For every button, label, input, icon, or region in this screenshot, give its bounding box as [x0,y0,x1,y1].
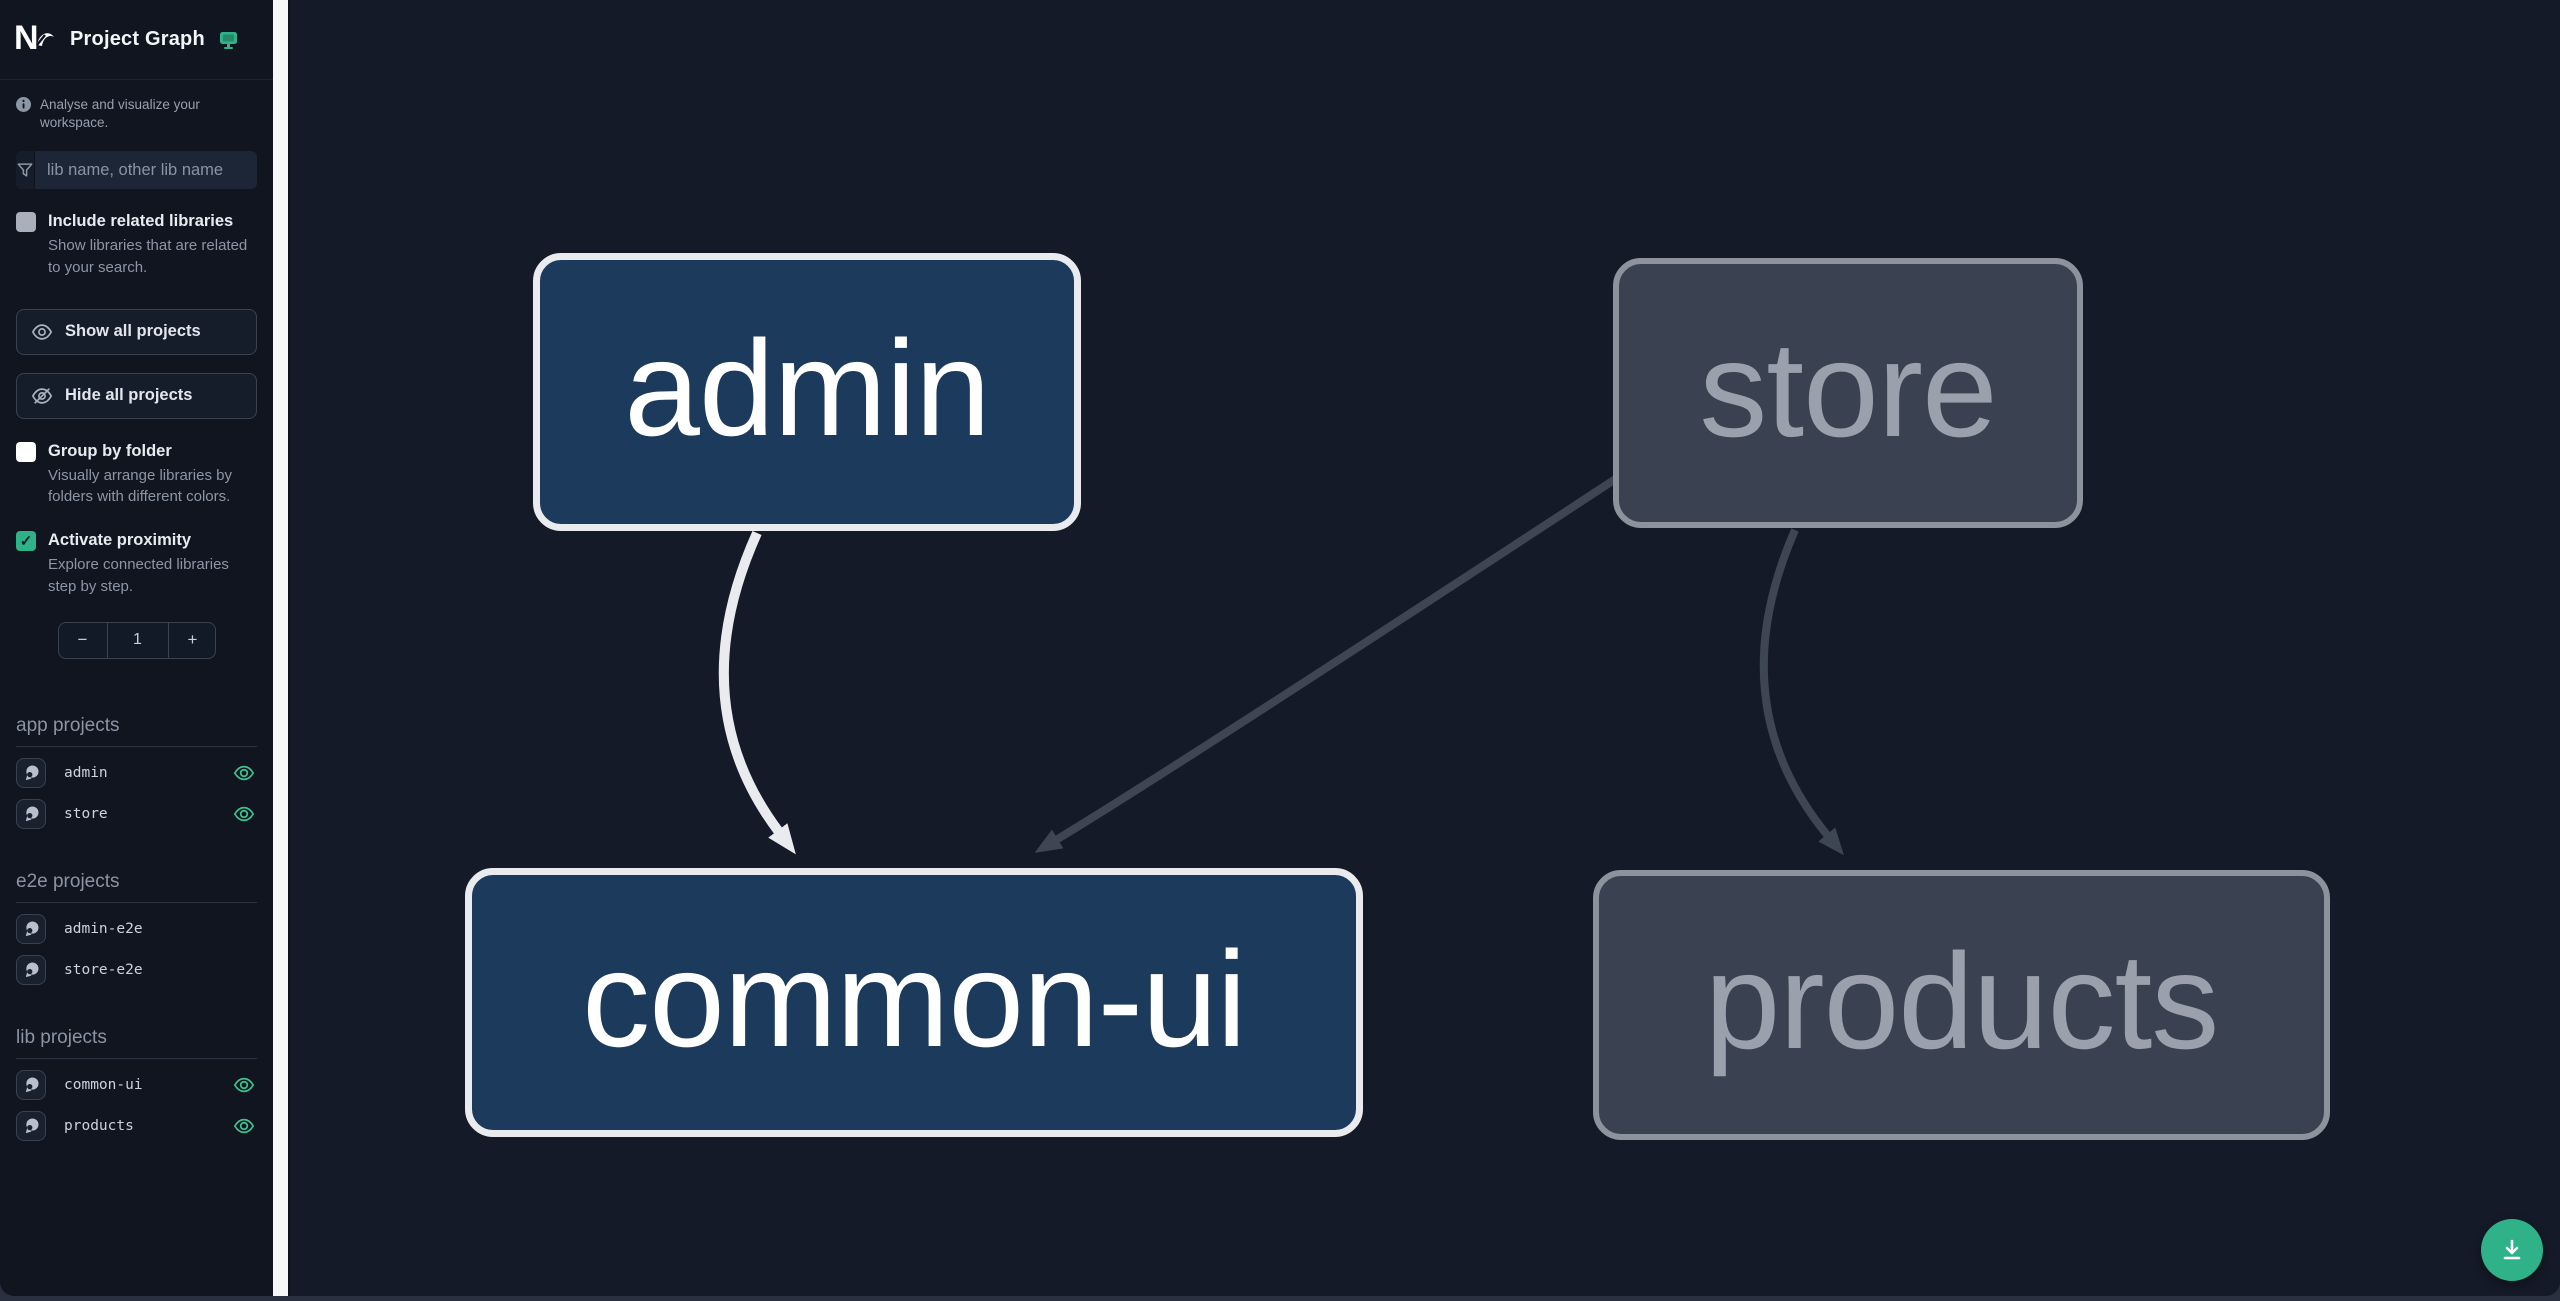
section-app-projects: app projects admin [16,715,257,829]
project-row-store: store [16,798,257,829]
project-name: common-ui [64,1076,143,1093]
focus-icon [25,1118,39,1133]
focus-project-button[interactable] [16,1069,46,1100]
project-row-store-e2e: store-e2e [16,954,257,985]
project-row-products: products [16,1110,257,1141]
project-name: store-e2e [64,961,143,978]
graph-node-admin[interactable]: admin [533,253,1081,531]
eye-off-icon [31,387,53,404]
focus-project-button[interactable] [16,757,46,788]
node-label: store [1699,313,1997,465]
focus-icon [25,921,39,936]
focus-project-button[interactable] [16,954,46,985]
filter-funnel-icon [16,151,35,190]
section-title: e2e projects [16,871,257,903]
eye-icon [31,323,53,340]
project-row-common-ui: common-ui [16,1069,257,1100]
graph-node-store[interactable]: store [1613,258,2083,528]
checkbox-label: Group by folder [48,441,172,460]
button-label: Show all projects [65,322,201,341]
project-name: admin [64,764,108,781]
graph-node-common-ui[interactable]: common-ui [465,868,1363,1137]
focus-icon [25,962,39,977]
checkbox-activate-proximity[interactable]: ✓ Activate proximity Explore connected l… [16,530,257,598]
toggle-visibility-eye-icon[interactable] [233,1074,255,1096]
checkbox-box-checked[interactable]: ✓ [16,531,36,552]
focus-icon [25,806,39,821]
button-label: Hide all projects [65,386,193,405]
section-title: lib projects [16,1027,257,1059]
checkbox-description: Show libraries that are related to your … [48,237,248,276]
proximity-value: 1 [106,622,169,658]
download-graph-button[interactable] [2481,1219,2543,1281]
svg-text:N: N [14,19,39,56]
project-name: products [64,1117,134,1134]
nx-logo: N [14,18,56,61]
search-box [16,151,257,190]
project-row-admin-e2e: admin-e2e [16,913,257,944]
section-lib-projects: lib projects common-ui [16,1027,257,1141]
checkbox-box[interactable] [16,212,36,233]
toggle-visibility-eye-icon[interactable] [233,1115,255,1137]
sidebar-resize-handle[interactable] [273,0,290,1296]
project-row-admin: admin [16,757,257,788]
checkbox-description: Explore connected libraries step by step… [48,556,229,595]
page-title: Project Graph [70,28,205,50]
show-all-projects-button[interactable]: Show all projects [16,308,257,355]
workspace-tagline: Analyse and visualize your workspace. [16,96,257,131]
checkbox-include-related[interactable]: Include related libraries Show libraries… [16,211,257,279]
toggle-visibility-eye-icon[interactable] [233,803,255,825]
sidebar-header: N Project Graph [0,0,273,80]
focus-project-button[interactable] [16,913,46,944]
sidebar-body: Analyse and visualize your workspace. In… [0,80,273,1296]
graph-canvas[interactable]: admin store common-ui products [290,0,2560,1296]
section-title: app projects [16,715,257,747]
project-name: store [64,805,108,822]
section-e2e-projects: e2e projects admin-e2e [16,871,257,985]
edge-store-products[interactable] [1759,528,1844,856]
edge-admin-common-ui[interactable] [718,530,796,855]
info-icon [16,97,31,112]
focus-project-button[interactable] [16,1110,46,1141]
checkbox-label: Activate proximity [48,531,192,550]
proximity-stepper: − 1 + [57,621,216,659]
toggle-visibility-eye-icon[interactable] [233,762,255,784]
checkbox-description: Visually arrange libraries by folders wi… [48,466,232,506]
focus-project-button[interactable] [16,798,46,829]
monitor-icon[interactable] [219,31,238,49]
search-input[interactable] [35,151,257,190]
focus-icon [25,765,39,780]
node-label: products [1704,925,2220,1077]
sidebar: N Project Graph [0,0,273,1296]
tagline-text: Analyse and visualize your workspace. [40,97,200,130]
focus-icon [25,1077,39,1092]
hide-all-projects-button[interactable]: Hide all projects [16,372,257,419]
proximity-increase-button[interactable]: + [169,623,215,658]
download-icon [2503,1239,2521,1260]
graph-node-products[interactable]: products [1593,870,2330,1140]
graph-edges [718,474,1844,856]
checkbox-group-by-folder[interactable]: Group by folder Visually arrange librari… [16,441,257,509]
node-label: admin [624,312,990,464]
node-label: common-ui [582,922,1247,1075]
checkbox-label: Include related libraries [48,212,234,231]
proximity-decrease-button[interactable]: − [59,623,107,658]
edge-store-common-ui[interactable] [1034,474,1620,853]
checkbox-box[interactable] [16,441,36,462]
project-name: admin-e2e [64,920,143,937]
